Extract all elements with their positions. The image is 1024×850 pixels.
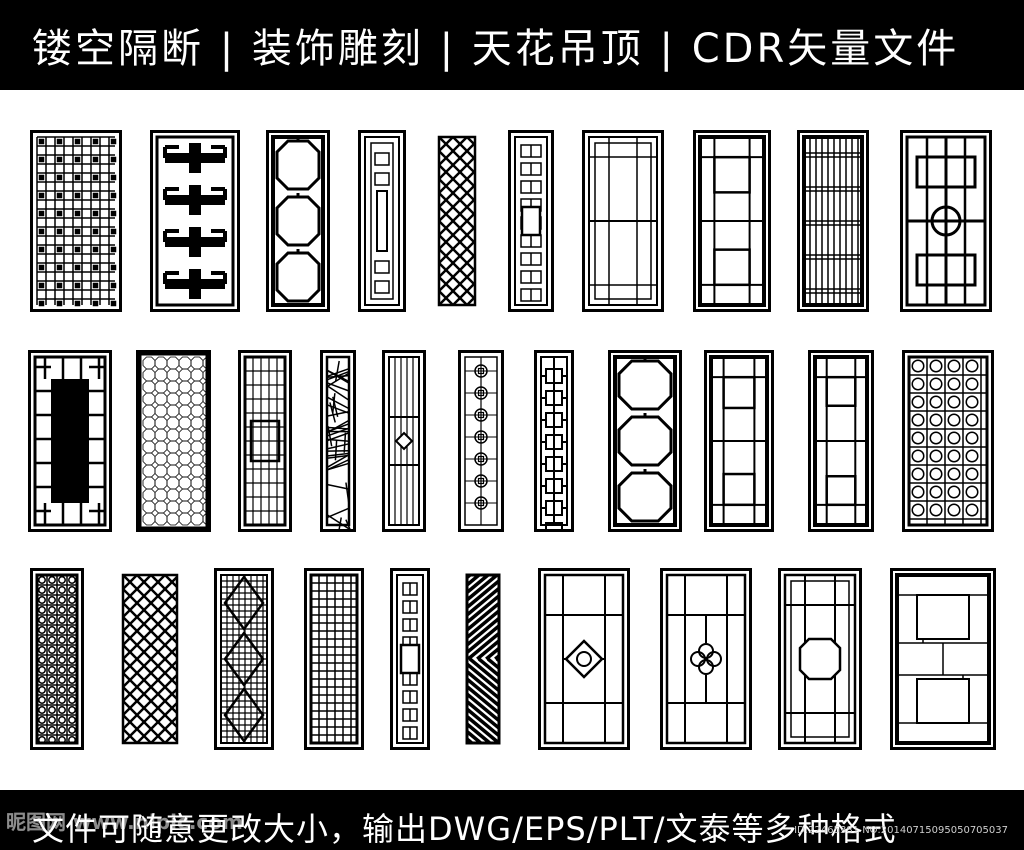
lattice-panel-stepped-fret [534,350,574,532]
lattice-panel-graphic [460,568,506,750]
lattice-panel-graphic [304,568,364,750]
lattice-panel-ruyi-cloud [900,130,992,312]
lattice-panel-fret-key [150,130,240,312]
lattice-panel-rod-diamond [382,350,426,532]
lattice-panel-graphic [900,130,992,312]
lattice-panel-diagonal-cross [432,130,482,312]
lattice-panel-graphic [358,130,406,312]
lattice-panel-double-border-grid [582,130,664,312]
lattice-panel-graphic [797,130,869,312]
lattice-panel-graphic [808,350,874,532]
lattice-panel-graphic [116,568,184,750]
lattice-panel-brick-rect [890,568,996,750]
lattice-panel-graphic [150,130,240,312]
lattice-panel-graphic [266,130,330,312]
lattice-panel-graphic [693,130,771,312]
lattice-panel-graphic [28,350,112,532]
lattice-panel-quatrefoil [660,568,752,750]
lattice-panel-meander-medallion [390,568,430,750]
lattice-panel-diagonal-stripes [460,568,506,750]
lattice-panel-square-lattice [30,130,122,312]
site-watermark: 昵图网 www.nipic.com [6,810,243,834]
lattice-panel-graphic [508,130,554,312]
lattice-panel-framed-squares [704,350,774,532]
lattice-panel-meander-medallion [508,130,554,312]
banner-title: 镂空隔断 | 装饰雕刻 | 天花吊顶 | CDR矢量文件 [32,26,960,72]
lattice-panel-framed-squares [693,130,771,312]
lattice-panel-graphic [458,350,504,532]
lattice-panel-cracked-ice [320,350,356,532]
lattice-panel-framed-squares [808,350,874,532]
lattice-panel-graphic [30,130,122,312]
lattice-panel-graphic [30,568,84,750]
lattice-panel-circle-lattice [902,350,994,532]
lattice-panel-graphic [390,568,430,750]
lattice-panel-graphic [660,568,752,750]
banner-caption: 文件可随意更改大小，输出DWG/EPS/PLT/文泰等多种格式 [32,810,897,848]
lattice-panel-graphic [320,350,356,532]
title-banner: 镂空隔断 | 装饰雕刻 | 天花吊顶 | CDR矢量文件 [0,0,1024,90]
image-id-watermark: ID:22465381 NO:20140715095050705037 [794,825,1008,836]
lattice-panel-nested-rect [358,130,406,312]
lattice-panel-coin-chain [458,350,504,532]
lattice-panel-graphic [704,350,774,532]
lattice-panel-graphic [778,568,862,750]
lattice-panel-graphic [432,130,482,312]
lattice-panel-square-grid [304,568,364,750]
lattice-panel-graphic [382,350,426,532]
lattice-panel-vertical-bars [797,130,869,312]
lattice-panel-fine-octagon [136,350,211,532]
lattice-panel-tall-grid [238,350,292,532]
lattice-panel-octagon-center [778,568,862,750]
lattice-panel-graphic [238,350,292,532]
lattice-panel-graphic [582,130,664,312]
lattice-panel-diamond-flower [538,568,630,750]
lattice-panel-graphic [538,568,630,750]
lattice-panel-graphic [890,568,996,750]
lattice-panel-graphic [902,350,994,532]
lattice-panel-graphic [608,350,682,532]
lattice-panel-circle-lattice [30,568,84,750]
lattice-panel-graphic [214,568,274,750]
lattice-panel-graphic [534,350,574,532]
lattice-panel-diamond-weave [214,568,274,750]
lattice-panel-octagon-chain [266,130,330,312]
caption-banner: 文件可随意更改大小，输出DWG/EPS/PLT/文泰等多种格式 昵图网 www.… [0,790,1024,850]
lattice-panel-octagon-chain [608,350,682,532]
lattice-panel-cloud-frame [28,350,112,532]
lattice-panel-diagonal-cross [116,568,184,750]
lattice-panel-graphic [136,350,211,532]
